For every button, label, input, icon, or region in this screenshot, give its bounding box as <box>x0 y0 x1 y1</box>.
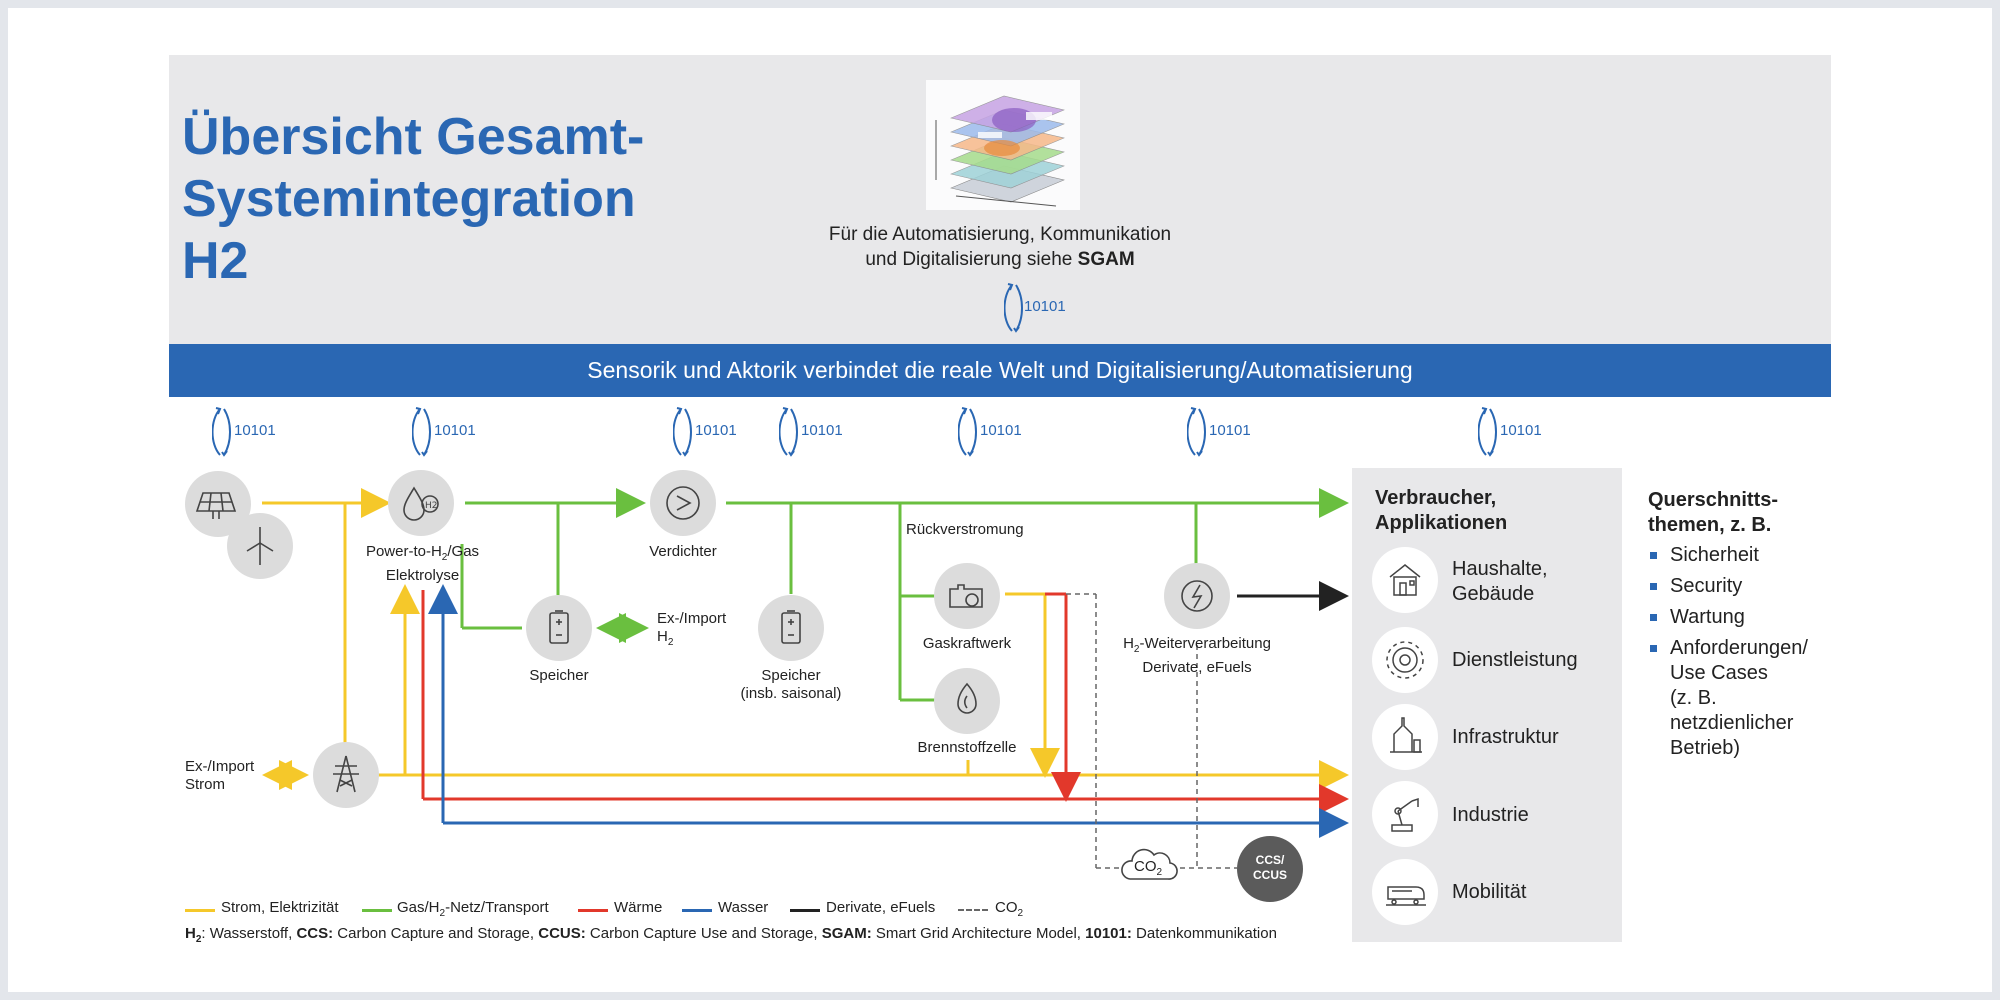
data-exchange-icon <box>211 406 232 458</box>
consumer-item: Haushalte,Gebäude <box>1452 558 1548 605</box>
data-exchange-icon <box>1003 282 1024 334</box>
co2-label: CO2 <box>1134 858 1163 878</box>
bullet-marker <box>1650 552 1657 559</box>
rueckverstromung-label: Rückverstromung <box>906 521 1024 538</box>
crosscutting-item: Wartung <box>1670 606 1745 628</box>
data-code-label: 10101 <box>801 422 843 439</box>
data-exchange-icon <box>411 406 432 458</box>
crosscutting-item-multiline: Anforderungen/ Use Cases (z. B. netzdien… <box>1670 637 1808 759</box>
crosscutting-item: Sicherheit <box>1670 544 1759 566</box>
legend-label: Gas/H2-Netz/Transport <box>397 899 549 919</box>
legend-label: Strom, Elektrizität <box>221 899 339 916</box>
co2-cloud-icon <box>1118 845 1180 885</box>
legend-swatch <box>362 909 392 912</box>
data-code-label: 10101 <box>1024 298 1066 315</box>
data-exchange-icon <box>1477 406 1498 458</box>
data-exchange-icon <box>672 406 693 458</box>
data-exchange-icon <box>778 406 799 458</box>
data-exchange-icon <box>1186 406 1207 458</box>
data-code-label: 10101 <box>1209 422 1251 439</box>
crosscutting-title: Querschnitts- themen, z. B. <box>1648 489 1779 536</box>
legend-swatch <box>578 909 608 912</box>
sensor-actuator-banner: Sensorik und Aktorik verbindet die reale… <box>169 344 1831 397</box>
legend-swatch <box>682 909 712 912</box>
infrastructure-icon <box>1372 704 1438 770</box>
gas-power-plant-icon <box>934 563 1000 629</box>
data-code-label: 10101 <box>234 422 276 439</box>
sgam-note: Für die Automatisierung, Kommunikation u… <box>828 224 1172 270</box>
compressor-icon <box>650 470 716 536</box>
verdichter-label: Verdichter <box>649 543 717 560</box>
battery-storage-icon <box>526 595 592 661</box>
h2-processing-label: H2-Weiterverarbeitung Derivate, eFuels <box>1123 635 1271 676</box>
page-title: Übersicht Gesamt- Systemintegration H2 <box>182 108 645 290</box>
mobility-train-icon <box>1372 859 1438 925</box>
data-code-label: 10101 <box>434 422 476 439</box>
seasonal-storage-icon <box>758 595 824 661</box>
ccs-label: CCS/CCUS <box>1252 853 1287 882</box>
data-code-label: 10101 <box>980 422 1022 439</box>
legend-swatch <box>185 909 215 912</box>
p2g-label: Power-to-H2/Gas Elektrolyse <box>365 543 480 584</box>
fuel-cell-icon <box>934 668 1000 734</box>
legend-swatch <box>958 909 988 911</box>
bullet-marker <box>1650 645 1657 652</box>
h2-processing-icon <box>1164 563 1230 629</box>
legend-swatch <box>790 909 820 912</box>
wind-turbine-icon <box>227 513 293 579</box>
industry-robot-icon <box>1372 781 1438 847</box>
consumer-item: Mobilität <box>1452 881 1527 903</box>
consumer-item: Industrie <box>1452 804 1529 826</box>
household-icon <box>1372 547 1438 613</box>
data-code-label: 10101 <box>1500 422 1542 439</box>
bullet-marker <box>1650 583 1657 590</box>
electrolysis-icon: H2 <box>388 470 454 536</box>
service-gear-icon <box>1372 627 1438 693</box>
ccs-node <box>1237 836 1303 902</box>
legend-label: Wasser <box>718 899 769 916</box>
gaskraftwerk-label: Gaskraftwerk <box>922 635 1012 652</box>
legend-label: CO2 <box>995 899 1024 919</box>
legend-label: Derivate, eFuels <box>826 899 936 916</box>
svg-text:H2: H2 <box>425 501 438 511</box>
legend-label: Wärme <box>614 899 663 916</box>
sgam-model-thumbnail <box>926 80 1080 210</box>
seasonal-storage-label: Speicher (insb. saisonal) <box>740 667 842 702</box>
consumers-title: Verbraucher, Applikationen <box>1375 487 1508 534</box>
power-grid-icon <box>313 742 379 808</box>
brennstoffzelle-label: Brennstoffzelle <box>917 739 1017 756</box>
ex-import-h2-label: Ex-/Import H2 <box>657 610 727 648</box>
consumer-item: Dienstleistung <box>1452 649 1578 671</box>
abbreviations: H2: Wasserstoff, CCS: Carbon Capture and… <box>185 925 1277 945</box>
crosscutting-item: Security <box>1670 575 1743 597</box>
bullet-marker <box>1650 614 1657 621</box>
speicher-label: Speicher <box>529 667 589 684</box>
data-exchange-icon <box>957 406 978 458</box>
data-code-label: 10101 <box>695 422 737 439</box>
consumer-item: Infrastruktur <box>1452 726 1559 748</box>
ex-import-strom-label: Ex-/Import Strom <box>185 758 255 793</box>
